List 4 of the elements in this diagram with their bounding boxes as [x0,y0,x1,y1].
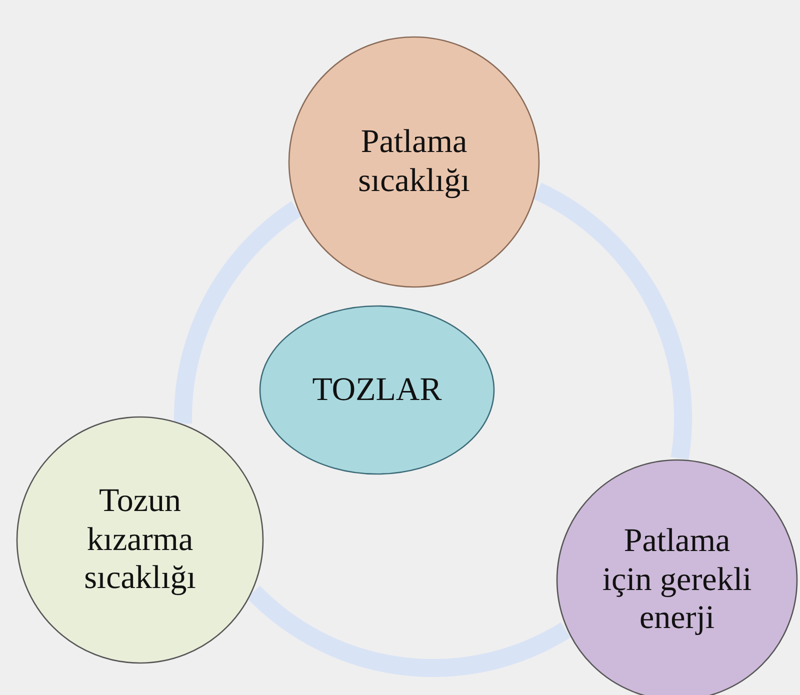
node-label: Tozun kızarma sıcaklığı [83,482,197,598]
node-label: Patlama sıcaklığı [357,123,471,201]
node-label: Patlama için gerekli enerji [601,522,753,638]
node-label: TOZLAR [312,370,442,410]
